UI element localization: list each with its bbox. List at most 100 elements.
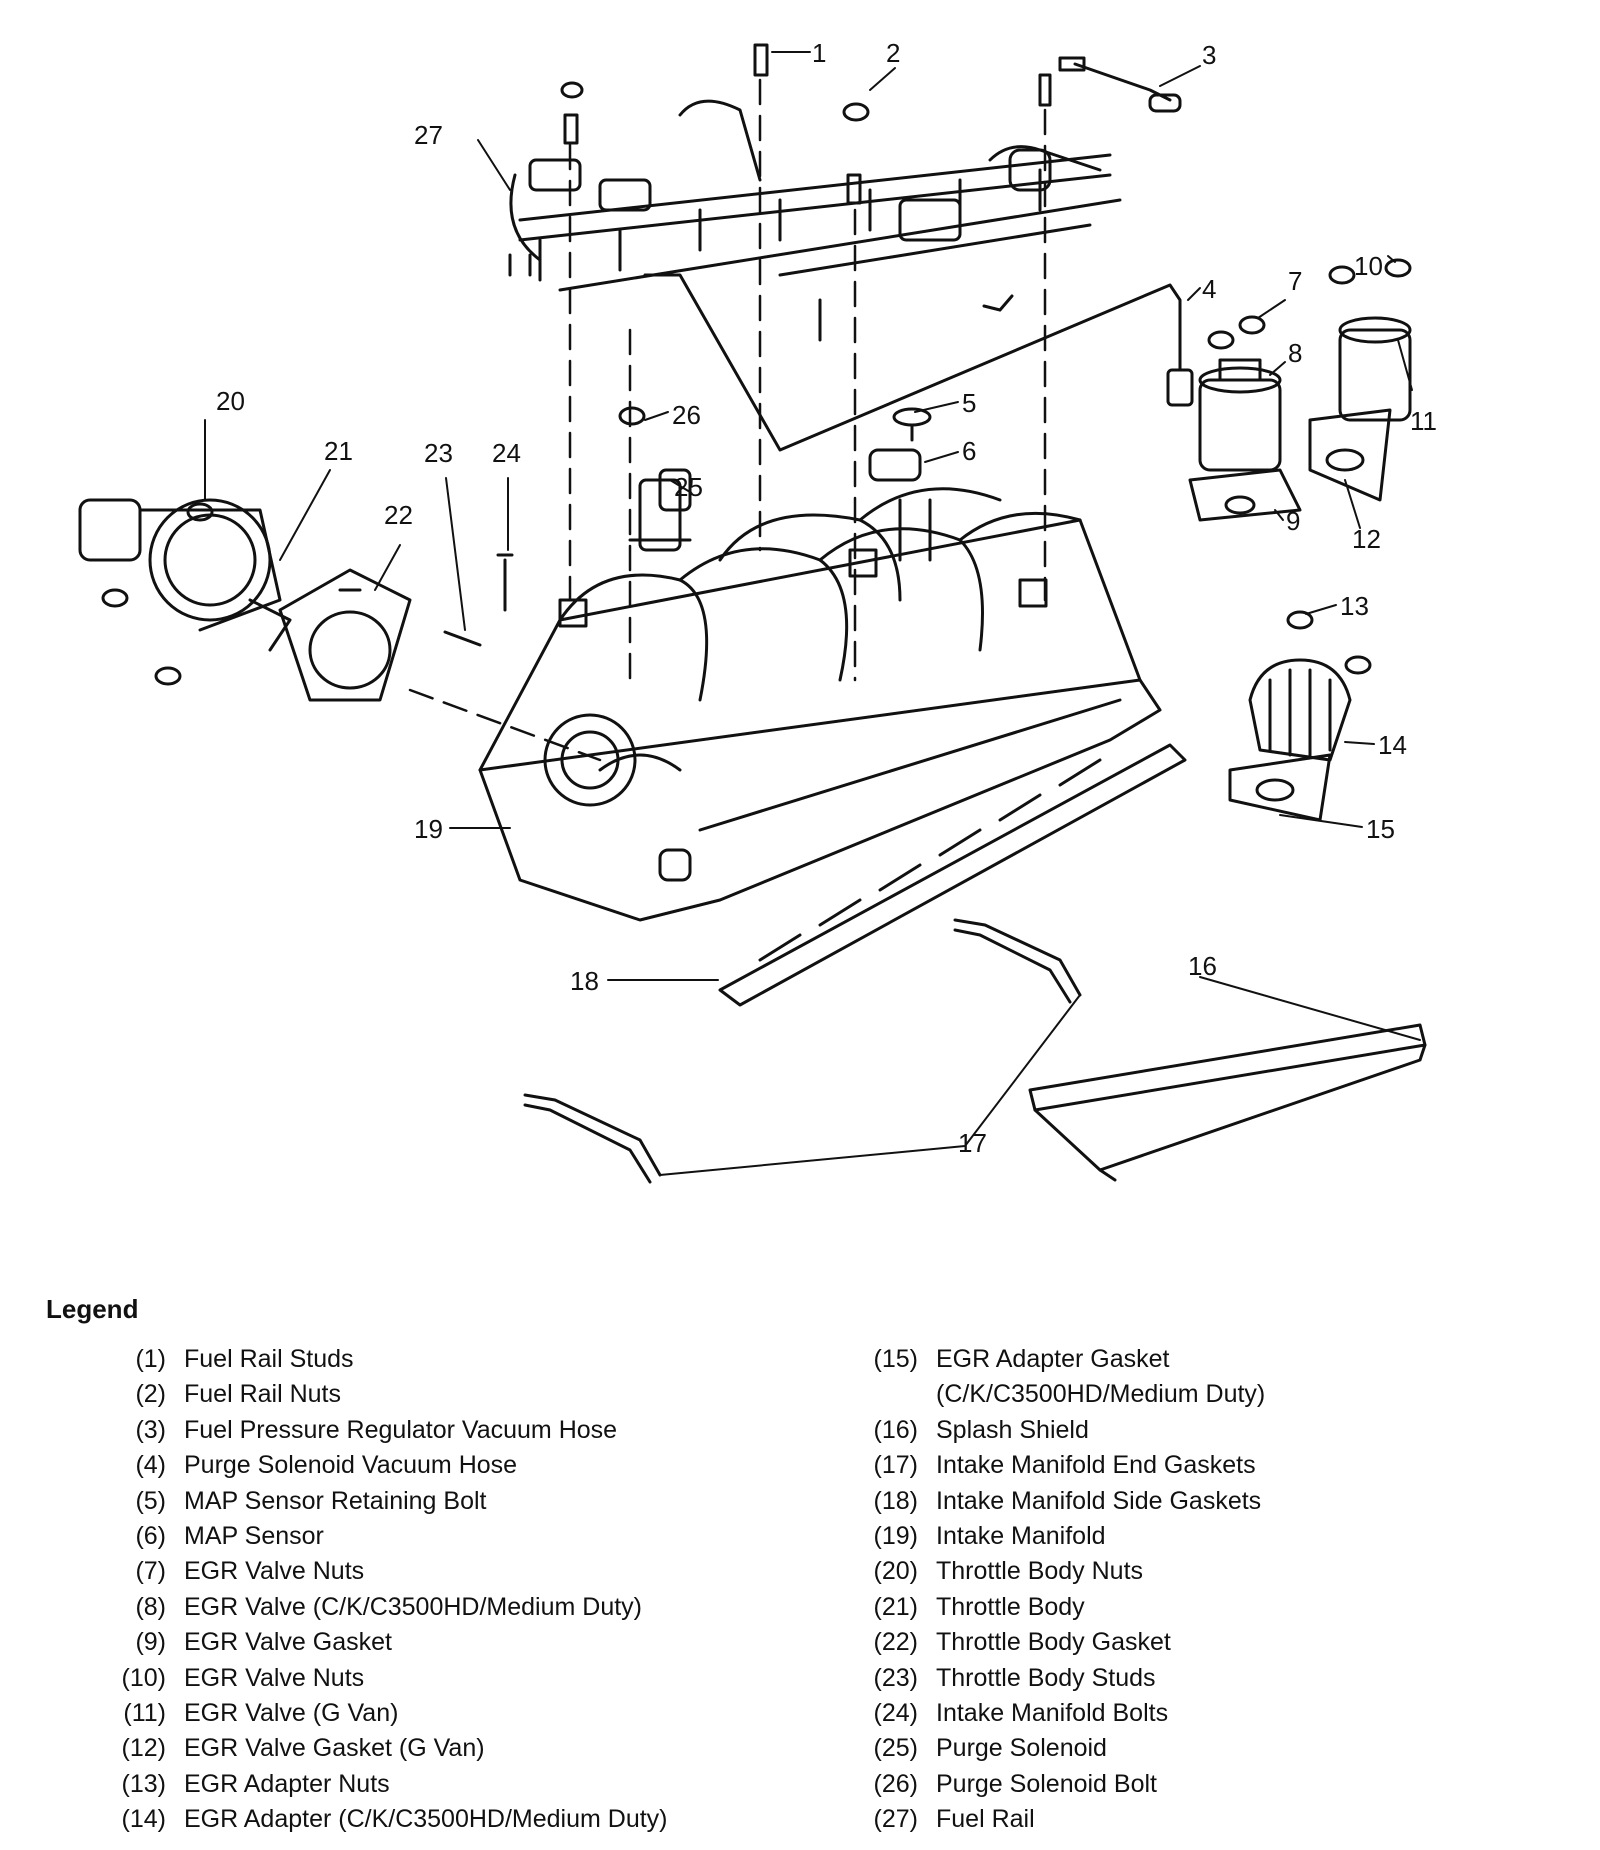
legend-item-text: EGR Valve Gasket	[184, 1628, 392, 1657]
legend-item: (20) Throttle Body Nuts	[848, 1554, 1588, 1589]
egr-valve-c-k	[1188, 358, 1302, 522]
legend-item-text: Throttle Body Gasket	[936, 1628, 1171, 1657]
legend-item-number: (23)	[873, 1663, 918, 1692]
callout-24: 24	[492, 438, 521, 468]
callout-12: 12	[1352, 524, 1381, 554]
legend-item: (8)EGR Valve (C/K/C3500HD/Medium Duty)	[96, 1590, 836, 1625]
callout-labels: 1 2 3 4 5 6 7 8 9 10 11 12 13 14 15 16 1…	[216, 38, 1437, 1158]
legend-item-number: (1)	[135, 1345, 166, 1373]
legend-item-text: Intake Manifold	[936, 1522, 1106, 1551]
legend-item-number: (20)	[873, 1557, 918, 1586]
legend-item-number: (17)	[873, 1451, 918, 1480]
legend-item: (6) MAP Sensor	[96, 1519, 836, 1554]
legend-item-text: Fuel Pressure Regulator Vacuum Hose	[184, 1415, 618, 1444]
throttle-body-studs	[443, 553, 514, 647]
legend-item-text: MAP Sensor Retaining Bolt	[184, 1486, 487, 1515]
legend-item-text: Splash Shield	[936, 1415, 1089, 1444]
legend-item-text: Fuel Rail	[936, 1805, 1035, 1834]
legend-item-number: (11)	[123, 1699, 166, 1728]
purge-solenoid	[628, 468, 692, 552]
callout-5: 5	[962, 388, 976, 418]
throttle-body-gasket	[278, 568, 412, 702]
egr-adapter	[1228, 658, 1352, 822]
callout-14: 14	[1378, 730, 1407, 760]
legend-item: (22) Throttle Body Gasket	[848, 1625, 1588, 1660]
legend-right-column: (15)EGR Adapter Gasket (C/K/C3500HD/Medi…	[848, 1342, 1588, 1838]
callout-6: 6	[962, 436, 976, 466]
intake-manifold-side-gasket	[718, 743, 1187, 1007]
legend-item: (21) Throttle Body	[848, 1590, 1588, 1625]
fasteners	[101, 43, 1412, 686]
callout-11: 11	[1410, 406, 1437, 436]
legend-item-text: EGR Valve Gasket (G Van)	[184, 1734, 485, 1763]
legend-item-text: MAP Sensor	[184, 1522, 324, 1551]
legend-item: (17)Intake Manifold End Gaskets	[848, 1448, 1588, 1483]
callout-19: 19	[414, 814, 443, 844]
map-sensor	[868, 407, 932, 562]
legend-item-number: (9)	[135, 1628, 166, 1657]
legend-item-text: EGR Adapter Nuts	[184, 1769, 390, 1798]
legend-item: (19) Intake Manifold	[848, 1519, 1588, 1554]
legend-item-number: (21)	[873, 1592, 918, 1621]
callout-22: 22	[384, 500, 413, 530]
legend-item-text: Intake Manifold Bolts	[936, 1699, 1169, 1728]
callout-4: 4	[1202, 274, 1216, 304]
callout-27: 27	[414, 120, 443, 150]
callout-3: 3	[1202, 40, 1216, 70]
fuel-pressure-regulator-vacuum-hose	[1058, 56, 1182, 113]
legend-item-number: (6)	[135, 1522, 166, 1551]
legend-item-number: (2)	[135, 1380, 166, 1409]
legend-item: (14)EGR Adapter (C/K/C3500HD/Medium Duty…	[96, 1802, 836, 1837]
legend-item-number: (26)	[873, 1769, 918, 1798]
callout-20: 20	[216, 386, 245, 416]
legend-item-text: Throttle Body Studs	[936, 1663, 1156, 1692]
callout-10: 10	[1354, 251, 1383, 281]
legend-item-text: Throttle Body Nuts	[936, 1557, 1144, 1586]
legend-item: (27) Fuel Rail	[848, 1802, 1588, 1837]
legend-item: (13)EGR Adapter Nuts	[96, 1767, 836, 1802]
legend-item-number: (18)	[873, 1486, 918, 1515]
legend-item-text: EGR Valve Nuts	[184, 1557, 365, 1586]
throttle-body	[78, 498, 292, 652]
legend-item-number: (24)	[873, 1699, 918, 1728]
legend-item: (11) EGR Valve (G Van)	[96, 1696, 836, 1731]
callout-1: 1	[812, 38, 826, 68]
callout-17: 17	[958, 1128, 987, 1158]
callout-26: 26	[672, 400, 701, 430]
legend-item: (1)Fuel Rail Studs	[96, 1342, 836, 1377]
legend-item-number: (7)	[135, 1557, 166, 1586]
fuel-rail	[508, 99, 1122, 342]
legend-item-text: EGR Valve Nuts	[184, 1663, 365, 1692]
legend-item-number: (5)	[135, 1486, 166, 1515]
legend-item-number: (16)	[873, 1415, 918, 1444]
legend-item-number: (22)	[873, 1628, 918, 1657]
callout-2: 2	[886, 38, 900, 68]
legend-item-number: (15)	[873, 1345, 918, 1373]
legend-item: (26) Purge Solenoid Bolt	[848, 1767, 1588, 1802]
legend-item-text: Throttle Body	[936, 1592, 1085, 1621]
legend-item-text: Intake Manifold Side Gaskets	[936, 1486, 1262, 1515]
legend-item: (25)Purge Solenoid	[848, 1731, 1588, 1766]
legend-item-number: (19)	[873, 1522, 918, 1551]
legend-item-text: EGR Valve (G Van)	[184, 1699, 399, 1728]
legend-item-number: (25)	[873, 1734, 918, 1763]
callout-8: 8	[1288, 338, 1302, 368]
legend-item-text: Fuel Rail Nuts	[184, 1380, 341, 1409]
intake-manifold	[478, 487, 1162, 922]
callout-9: 9	[1286, 506, 1300, 536]
callout-7: 7	[1288, 266, 1302, 296]
legend-item: (24) Intake Manifold Bolts	[848, 1696, 1588, 1731]
egr-valve-g-van	[1308, 316, 1412, 502]
legend-item-text: Purge Solenoid Bolt	[936, 1769, 1157, 1798]
legend-item-number: (27)	[873, 1805, 918, 1834]
callout-18: 18	[570, 966, 599, 996]
legend-item: (18) Intake Manifold Side Gaskets	[848, 1484, 1588, 1519]
legend-item-number: (3)	[135, 1415, 166, 1444]
legend-item: (15)EGR Adapter Gasket	[848, 1342, 1588, 1377]
legend-item: (10) EGR Valve Nuts	[96, 1661, 836, 1696]
legend-item-number: (10)	[121, 1663, 166, 1692]
intake-manifold-end-gasket-1	[523, 1093, 662, 1184]
callout-15: 15	[1366, 814, 1395, 844]
legend-item-number: (12)	[121, 1734, 166, 1763]
callout-23: 23	[424, 438, 453, 468]
